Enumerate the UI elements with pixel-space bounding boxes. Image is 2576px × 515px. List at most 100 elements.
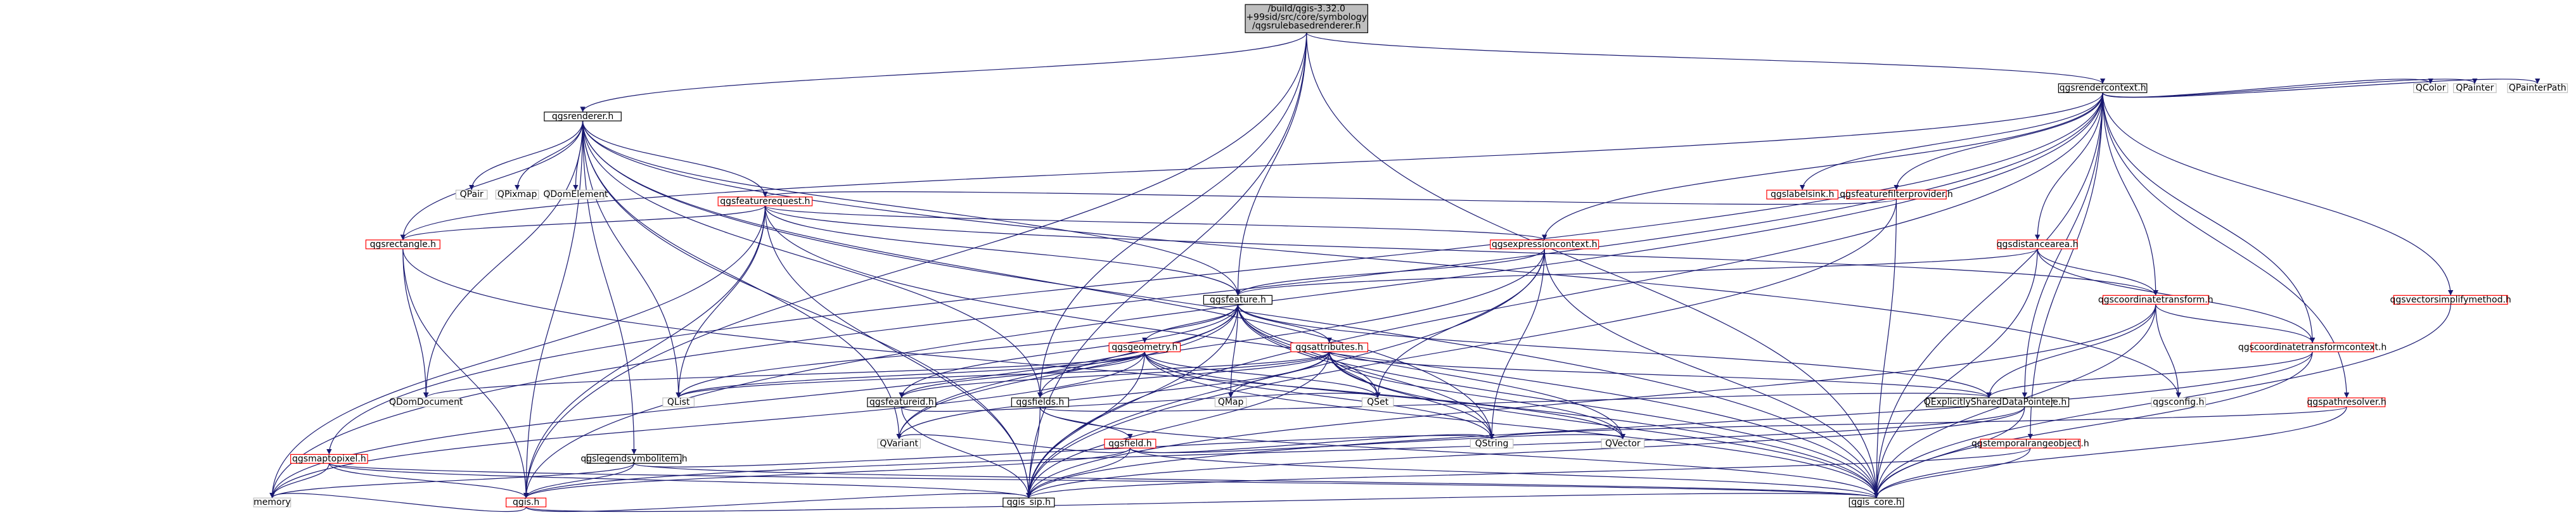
edge-qgsgeometry_h-to-QList xyxy=(676,352,1145,398)
node-label: QMap xyxy=(1218,397,1244,407)
edge-qgsrenderer_h-to-qgslegendsymbolitem_h xyxy=(582,120,637,455)
node-box xyxy=(1980,438,2081,448)
edge-qgsrectangle_h-to-QDomDocument xyxy=(402,248,429,398)
node-label: memory xyxy=(253,497,291,507)
node-qgsfield-h[interactable]: qgsfield.h xyxy=(1104,438,1157,448)
node-root[interactable]: /build/qgis-3.32.0+99sid/src/core/symbol… xyxy=(1245,4,1369,34)
node-label: QDomElement xyxy=(543,189,608,200)
node-qgscoordinatetransformcontext-h[interactable]: qgscoordinatetransformcontext.h xyxy=(2238,342,2387,352)
node-qgis-sip-h[interactable]: qgis_sip.h xyxy=(1003,497,1055,507)
node-box xyxy=(2413,83,2449,93)
edge-qgsrendercontext_h-to-qgspathresolver_h xyxy=(2102,92,2350,398)
node-box xyxy=(2507,83,2568,93)
edge-qgsrenderer_h-to-qgis_sip_h xyxy=(582,120,1032,499)
node-qdomdocument: QDomDocument xyxy=(389,397,463,407)
edge-qgsmaptopixel_h-to-qgis_h xyxy=(328,463,529,499)
node-qgsfields-h[interactable]: qgsfields.h xyxy=(1011,397,1069,407)
node-label: qgsvectorsimplifymethod.h xyxy=(2390,295,2511,305)
node-label: qgsmaptopixel.h xyxy=(292,454,366,464)
node-label: qgsconfig.h xyxy=(2153,397,2204,407)
edge-qgsgeometry_h-to-QString xyxy=(1144,352,1495,440)
node-qgsfeatureid-h[interactable]: qgsfeatureid.h xyxy=(867,397,937,407)
node-qgscoordinatetransform-h[interactable]: qgscoordinatetransform.h xyxy=(2098,295,2214,305)
node-qgsmaptopixel-h[interactable]: qgsmaptopixel.h xyxy=(290,454,368,464)
edge-qgsrenderer_h-to-QString xyxy=(582,120,1495,440)
node-box xyxy=(1926,397,2053,407)
edge-qgsrenderer_h-to-qgsrectangle_h xyxy=(400,120,584,240)
node-label: qgsfeaturefilterprovider.h xyxy=(1840,189,1953,200)
edge-qgsmaptopixel_h-to-memory xyxy=(269,463,330,499)
edge-qgsfields_h-to-qgis_core_h xyxy=(1039,407,1880,499)
node-box xyxy=(506,497,547,507)
edge-qgsexpressioncontext_h-to-QString xyxy=(1489,248,1545,440)
node-qgsrendercontext-h[interactable]: qgsrendercontext.h xyxy=(2058,83,2148,93)
node-box xyxy=(1849,497,1904,507)
edge-qgsattributes_h-to-QMap xyxy=(1227,352,1330,398)
node-label: qgsfield.h xyxy=(1108,438,1152,448)
node-qgsvectorsimplifymethod-h[interactable]: qgsvectorsimplifymethod.h xyxy=(2390,295,2511,305)
edge-qgsfeature_request_h-to-qgsrectangle_h xyxy=(400,205,766,241)
edge-qgsfeature_h-to-QString xyxy=(1237,304,1495,440)
node-qvector: QVector xyxy=(1601,438,1645,448)
edge-qgsattributes_h-to-QList xyxy=(676,351,1330,398)
edge-qgsrendercontext_h-to-qgis_sip_h xyxy=(1026,92,2103,499)
node-box xyxy=(662,397,695,407)
node-qgsrectangle-h[interactable]: qgsrectangle.h xyxy=(365,239,440,250)
node-label: qgsfeaturerequest.h xyxy=(720,196,810,207)
node-qexplicitlyshareddatapointer[interactable]: QExplicitlySharedDataPointer xyxy=(1924,397,2054,407)
node-box xyxy=(392,397,459,407)
edge-qgsfeature_h-to-QExplicitlySharedDataPointer xyxy=(1237,304,1992,398)
node-label: /qgsrulebasedrenderer.h xyxy=(1252,21,1361,31)
edge-qgscoordinatetransform_h-to-qgis_sip_h xyxy=(1026,304,2156,499)
node-box xyxy=(253,497,292,507)
edge-qgsfeature_request_h-to-qgsexpressioncontext_h xyxy=(764,205,1548,241)
node-qgspathresolver-h[interactable]: qgspathresolver.h xyxy=(2307,397,2386,407)
node-label: qgsfields.h xyxy=(1016,397,1064,407)
node-label: qgscoordinatetransformcontext.h xyxy=(2238,342,2387,352)
edge-qgsfeature_request_h-to-qgsfeature_h xyxy=(764,205,1241,296)
node-box xyxy=(717,196,813,207)
node-qgis-core-h[interactable]: qgis_core.h xyxy=(1849,497,1904,507)
edge-qgsrenderer_h-to-qgis_core_h xyxy=(582,120,1880,499)
edge-qgsrenderer_h-to-QPair xyxy=(469,120,584,191)
node-box xyxy=(1766,189,1838,200)
node-box xyxy=(1003,497,1055,507)
node-qgsgeometry-h[interactable]: qgsgeometry.h xyxy=(1108,342,1181,352)
edge-qgsfeature_request_h-to-QList xyxy=(676,205,766,398)
edge-qgsattributes_h-to-QExplicitlySharedDataPointer xyxy=(1329,351,1992,398)
edge-root-to-qgis_core_h xyxy=(1306,32,1880,499)
edge-qgsattributes_h-to-qgis_sip_h xyxy=(1026,352,1330,499)
edge-qgsrenderer_h-to-qgsfeature_h xyxy=(582,120,1241,296)
node-box xyxy=(2151,397,2207,407)
edge-qgsfeature_request_h-to-qgis_h xyxy=(523,205,766,499)
node-label: QPainter xyxy=(2456,83,2494,93)
node-label: QList xyxy=(667,397,690,407)
node-qgsdistancearea-h[interactable]: qgsdistancearea.h xyxy=(1997,239,2079,250)
node-qgsfeature-h[interactable]: qgsfeature.h xyxy=(1203,295,1272,305)
node-qgslegendsymbolitem-h[interactable]: qgslegendsymbolitem.h xyxy=(580,454,687,464)
node-label: QVariant xyxy=(880,438,918,448)
edge-qgsrendercontext_h-to-qgsrectangle_h xyxy=(400,92,2103,240)
edge-qgsmaptopixel_h-to-qgis_core_h xyxy=(328,462,1879,499)
node-qgsattributes-h[interactable]: qgsattributes.h xyxy=(1290,342,1369,352)
edge-qgsfield_h-to-QVector xyxy=(1129,433,1625,454)
node-box xyxy=(1601,438,1645,448)
edge-qgslegendsymbolitem_h-to-memory xyxy=(269,462,635,499)
node-label: +99sid/src/core/symbology xyxy=(1246,13,1367,23)
node-qgsexpressioncontext-h[interactable]: qgsexpressioncontext.h xyxy=(1490,239,1599,250)
edge-qgsattributes_h-to-QVariant xyxy=(896,352,1330,440)
node-qgis-h[interactable]: qgis.h xyxy=(506,497,547,507)
edge-qgis_h-to-qgis_core_h xyxy=(525,492,1879,512)
node-qgsrenderer-h[interactable]: qgsrenderer.h xyxy=(544,111,622,122)
edge-qgsrenderer_h-to-QList xyxy=(582,120,681,398)
node-qgsfeature-request-h[interactable]: qgsfeaturerequest.h xyxy=(717,196,813,207)
edge-qgis_h-to-qgis_sip_h xyxy=(525,492,1032,512)
node-qgsfeaturefilterprovider-h[interactable]: qgsfeaturefilterprovider.h xyxy=(1840,189,1953,200)
edge-qgsrendercontext_h-to-memory xyxy=(269,92,2103,499)
node-label: qgis.h xyxy=(513,497,539,507)
node-qgstemporalrangeobject-h[interactable]: qgstemporalrangeobject.h xyxy=(1971,438,2089,448)
node-label: QExplicitlySharedDataPointer xyxy=(1924,397,2054,407)
edge-qgsfield_h-to-qgis_core_h xyxy=(1129,447,1880,499)
edge-qgsrendercontext_h-to-qgscoordinatetransformcontext_h xyxy=(2102,92,2316,343)
node-qgslabelsink-h[interactable]: qgslabelsink.h xyxy=(1766,189,1838,200)
